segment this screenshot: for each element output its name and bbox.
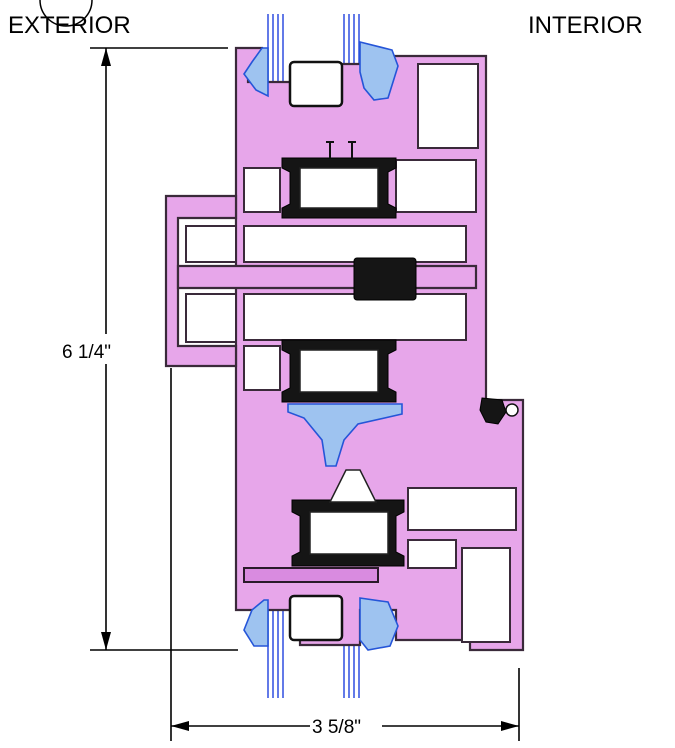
height-dimension bbox=[90, 47, 238, 651]
meeting-rail bbox=[176, 264, 478, 290]
sash-hollow bbox=[243, 225, 467, 263]
sill-bar bbox=[243, 567, 379, 583]
interior-label: INTERIOR bbox=[528, 12, 643, 39]
center-gasket bbox=[353, 257, 417, 301]
glazing-gasket-bottom-left bbox=[243, 599, 269, 647]
glazing-gasket-bottom-right bbox=[359, 597, 399, 651]
drainage-hood bbox=[328, 469, 378, 503]
sill-hollow bbox=[407, 539, 457, 569]
sash-hollow bbox=[185, 225, 237, 263]
thermal-break-core bbox=[299, 167, 379, 209]
thermal-strut-blue bbox=[287, 403, 403, 467]
sash-hollow bbox=[243, 293, 467, 341]
sill-hollow bbox=[243, 345, 281, 391]
sash-hollow bbox=[185, 293, 237, 343]
frame-hollow bbox=[395, 159, 477, 213]
head-clip bbox=[326, 141, 356, 158]
section-tag-circle bbox=[39, 0, 93, 27]
height-dimension-label: 6 1/4" bbox=[62, 342, 111, 363]
glazing-bead-bottom bbox=[288, 594, 344, 642]
sash-exterior-flange bbox=[164, 194, 238, 368]
sill-hollow bbox=[407, 487, 517, 531]
thermal-break-core bbox=[299, 349, 379, 393]
glazing-bead-top bbox=[288, 60, 344, 108]
width-dimension bbox=[170, 368, 520, 741]
thermal-break-core bbox=[309, 511, 389, 555]
width-dimension-label: 3 5/8" bbox=[312, 717, 361, 738]
frame-hollow bbox=[243, 167, 281, 213]
interior-weather-gasket bbox=[479, 397, 507, 425]
sill-hollow bbox=[461, 547, 511, 643]
glazing-gasket-top-left bbox=[243, 47, 269, 98]
frame-hollow bbox=[417, 63, 479, 149]
exterior-label: EXTERIOR bbox=[8, 12, 131, 39]
glazing-gasket-top-right bbox=[359, 40, 399, 101]
gasket-bulb bbox=[505, 403, 519, 417]
